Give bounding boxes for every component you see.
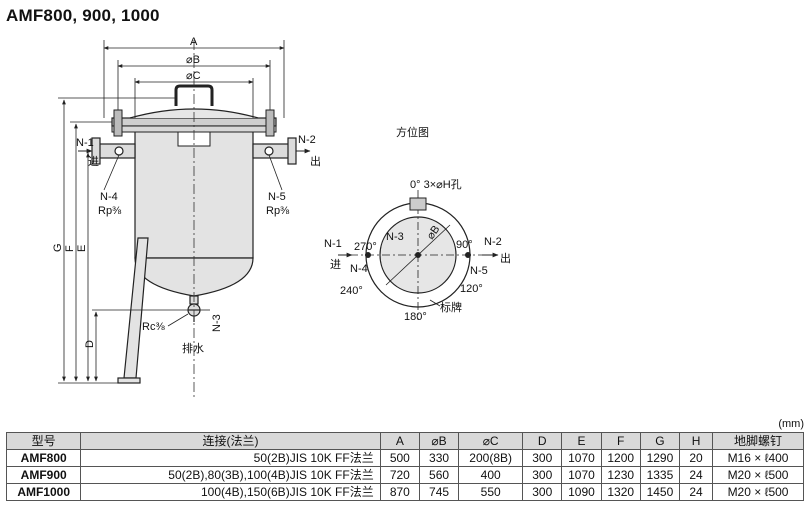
orientation-title: 方位图 — [396, 125, 429, 139]
cell-f: 1320 — [600, 483, 641, 501]
cell-b: 330 — [418, 449, 460, 467]
dim-a-label: A — [190, 36, 198, 48]
cell-anchor-bolt: M20 × ℓ500 — [712, 466, 804, 484]
dim-f-label: F — [64, 245, 76, 252]
cell-c: 400 — [458, 466, 524, 484]
header-b: ⌀B — [418, 432, 460, 450]
cell-anchor-bolt: M20 × ℓ500 — [712, 483, 804, 501]
dim-d-label: D — [84, 340, 96, 348]
header-e: E — [561, 432, 602, 450]
table-row: AMF800 50(2B)JIS 10K FF法兰 500 330 200(8B… — [5, 449, 804, 467]
orientation-angle-180: 180° — [404, 311, 427, 323]
header-g: G — [639, 432, 681, 450]
cell-f: 1230 — [600, 466, 641, 484]
header-c: ⌀C — [458, 432, 524, 450]
port-n1-label: N-1 — [76, 137, 94, 149]
cell-model: AMF900 — [5, 466, 82, 484]
orientation-n4-label: N-4 — [350, 263, 368, 275]
cell-f: 1200 — [600, 449, 641, 467]
header-a: A — [379, 432, 420, 450]
header-connection: 连接(法兰) — [80, 432, 381, 450]
header-h: H — [679, 432, 714, 450]
header-d: D — [522, 432, 563, 450]
cell-d: 300 — [522, 483, 563, 501]
cell-a: 500 — [379, 449, 420, 467]
page-title: AMF800, 900, 1000 — [6, 6, 160, 25]
outlet-label: 出 — [310, 154, 321, 168]
orientation-angle-90: 90° — [456, 239, 473, 251]
cell-b: 745 — [418, 483, 460, 501]
dim-g-label: G — [52, 243, 64, 252]
drain-label: 排水 — [182, 341, 204, 355]
orientation-out-label: 出 — [500, 251, 511, 265]
header-f: F — [600, 432, 641, 450]
cell-connection: 50(2B),80(3B),100(4B)JIS 10K FF法兰 — [80, 466, 381, 484]
port-n4-thread: Rp⅜ — [98, 205, 122, 217]
cell-g: 1335 — [639, 466, 681, 484]
orientation-n3-label: N-3 — [386, 231, 404, 243]
port-n4-label: N-4 — [100, 191, 118, 203]
cell-a: 720 — [379, 466, 420, 484]
dim-c-label: ⌀C — [186, 70, 201, 82]
orientation-n1-label: N-1 — [324, 238, 342, 250]
cell-d: 300 — [522, 466, 563, 484]
orientation-angle-240: 240° — [340, 285, 363, 297]
orientation-angle-270: 270° — [354, 241, 377, 253]
cell-e: 1090 — [561, 483, 602, 501]
outlet-nozzle — [252, 137, 297, 165]
cell-a: 870 — [379, 483, 420, 501]
cell-g: 1450 — [639, 483, 681, 501]
orientation-holes-label: 0° 3×⌀H孔 — [410, 178, 462, 191]
filter-drawing: A ⌀B ⌀C G F E D N-1 进 N-2 出 N-4 Rp⅜ N-5 … — [52, 36, 511, 400]
header-anchor-bolt: 地脚螺钉 — [712, 432, 804, 450]
orientation-port-n1 — [365, 252, 371, 258]
cell-e: 1070 — [561, 449, 602, 467]
orientation-nameplate-label: 标牌 — [440, 300, 462, 314]
cell-model: AMF800 — [5, 449, 82, 467]
support-legs — [117, 237, 149, 384]
table-row: AMF900 50(2B),80(3B),100(4B)JIS 10K FF法兰… — [5, 466, 804, 484]
orientation-n5-label: N-5 — [470, 265, 488, 277]
cell-g: 1290 — [639, 449, 681, 467]
dim-b-label: ⌀B — [186, 54, 200, 66]
cell-c: 200(8B) — [458, 449, 524, 467]
orientation-n2-label: N-2 — [484, 236, 502, 248]
unit-label: (mm) — [778, 418, 804, 430]
port-n2-label: N-2 — [298, 134, 316, 146]
cell-h: 24 — [679, 483, 714, 501]
table-header-row: 型号 连接(法兰) A ⌀B ⌀C D E F G H 地脚螺钉 — [5, 432, 804, 450]
orientation-angle-120: 120° — [460, 283, 483, 295]
cell-d: 300 — [522, 449, 563, 467]
orientation-bolt-hole — [409, 197, 427, 211]
cell-connection: 100(4B),150(6B)JIS 10K FF法兰 — [80, 483, 381, 501]
orientation-port-n3 — [415, 252, 421, 258]
port-n3-thread: Rc⅜ — [142, 321, 165, 333]
inlet-label: 进 — [88, 155, 99, 168]
cell-c: 550 — [458, 483, 524, 501]
spec-table: 型号 连接(法兰) A ⌀B ⌀C D E F G H 地脚螺钉 AMF800 … — [5, 432, 804, 501]
orientation-in-label: 进 — [330, 258, 341, 271]
cell-model: AMF1000 — [5, 483, 82, 501]
cell-h: 20 — [679, 449, 714, 467]
table-row: AMF1000 100(4B),150(6B)JIS 10K FF法兰 870 … — [5, 483, 804, 501]
cell-h: 24 — [679, 466, 714, 484]
orientation-port-n2 — [465, 252, 471, 258]
cell-e: 1070 — [561, 466, 602, 484]
port-n5-label: N-5 — [268, 191, 286, 203]
header-model: 型号 — [5, 432, 82, 450]
port-n3-label: N-3 — [211, 314, 223, 332]
dim-e-label: E — [76, 245, 88, 252]
cell-b: 560 — [418, 466, 460, 484]
cell-connection: 50(2B)JIS 10K FF法兰 — [80, 449, 381, 467]
cell-anchor-bolt: M16 × ℓ400 — [712, 449, 804, 467]
port-n5-thread: Rp⅜ — [266, 205, 290, 217]
inlet-nozzle — [91, 137, 136, 165]
